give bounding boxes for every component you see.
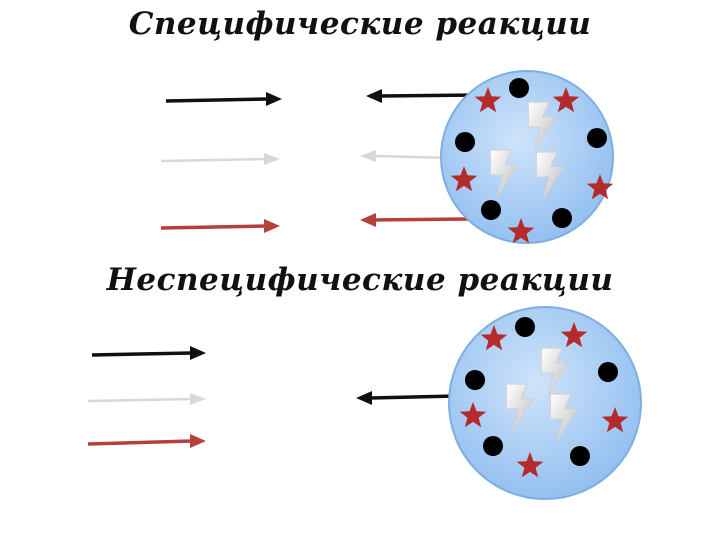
dot-icon [515,317,535,337]
arrow-white-left-top [360,150,451,162]
star-icon [450,166,478,192]
arrow-white-right-bottom [87,393,206,405]
arrow-black-left-top [366,89,479,103]
cell-circle-top [440,70,614,244]
star-icon [507,218,535,244]
dot-icon [552,208,572,228]
dot-icon [465,370,485,390]
title-nonspecific-reactions: Неспецифические реакции [106,262,614,298]
arrow-red-right-bottom [87,434,206,448]
arrow-red-left-top [360,213,469,227]
star-icon [552,87,580,113]
star-icon [516,452,544,478]
dot-icon [455,132,475,152]
dot-icon [570,446,590,466]
arrow-red-right-top [160,219,280,233]
dot-icon [509,78,529,98]
star-icon [586,174,614,200]
cell-circle-bottom [448,306,642,500]
star-icon [480,325,508,351]
title-specific-reactions: Специфические реакции [128,6,592,42]
dot-icon [481,200,501,220]
star-icon [459,402,487,428]
star-icon [474,87,502,113]
arrow-black-right-bottom [91,346,206,360]
star-icon [601,407,629,433]
dot-icon [483,436,503,456]
dot-icon [598,362,618,382]
arrow-black-left-bottom [356,391,457,405]
dot-icon [587,128,607,148]
arrow-white-right-top [160,153,280,165]
star-icon [560,322,588,348]
arrow-black-right-top [165,92,282,106]
